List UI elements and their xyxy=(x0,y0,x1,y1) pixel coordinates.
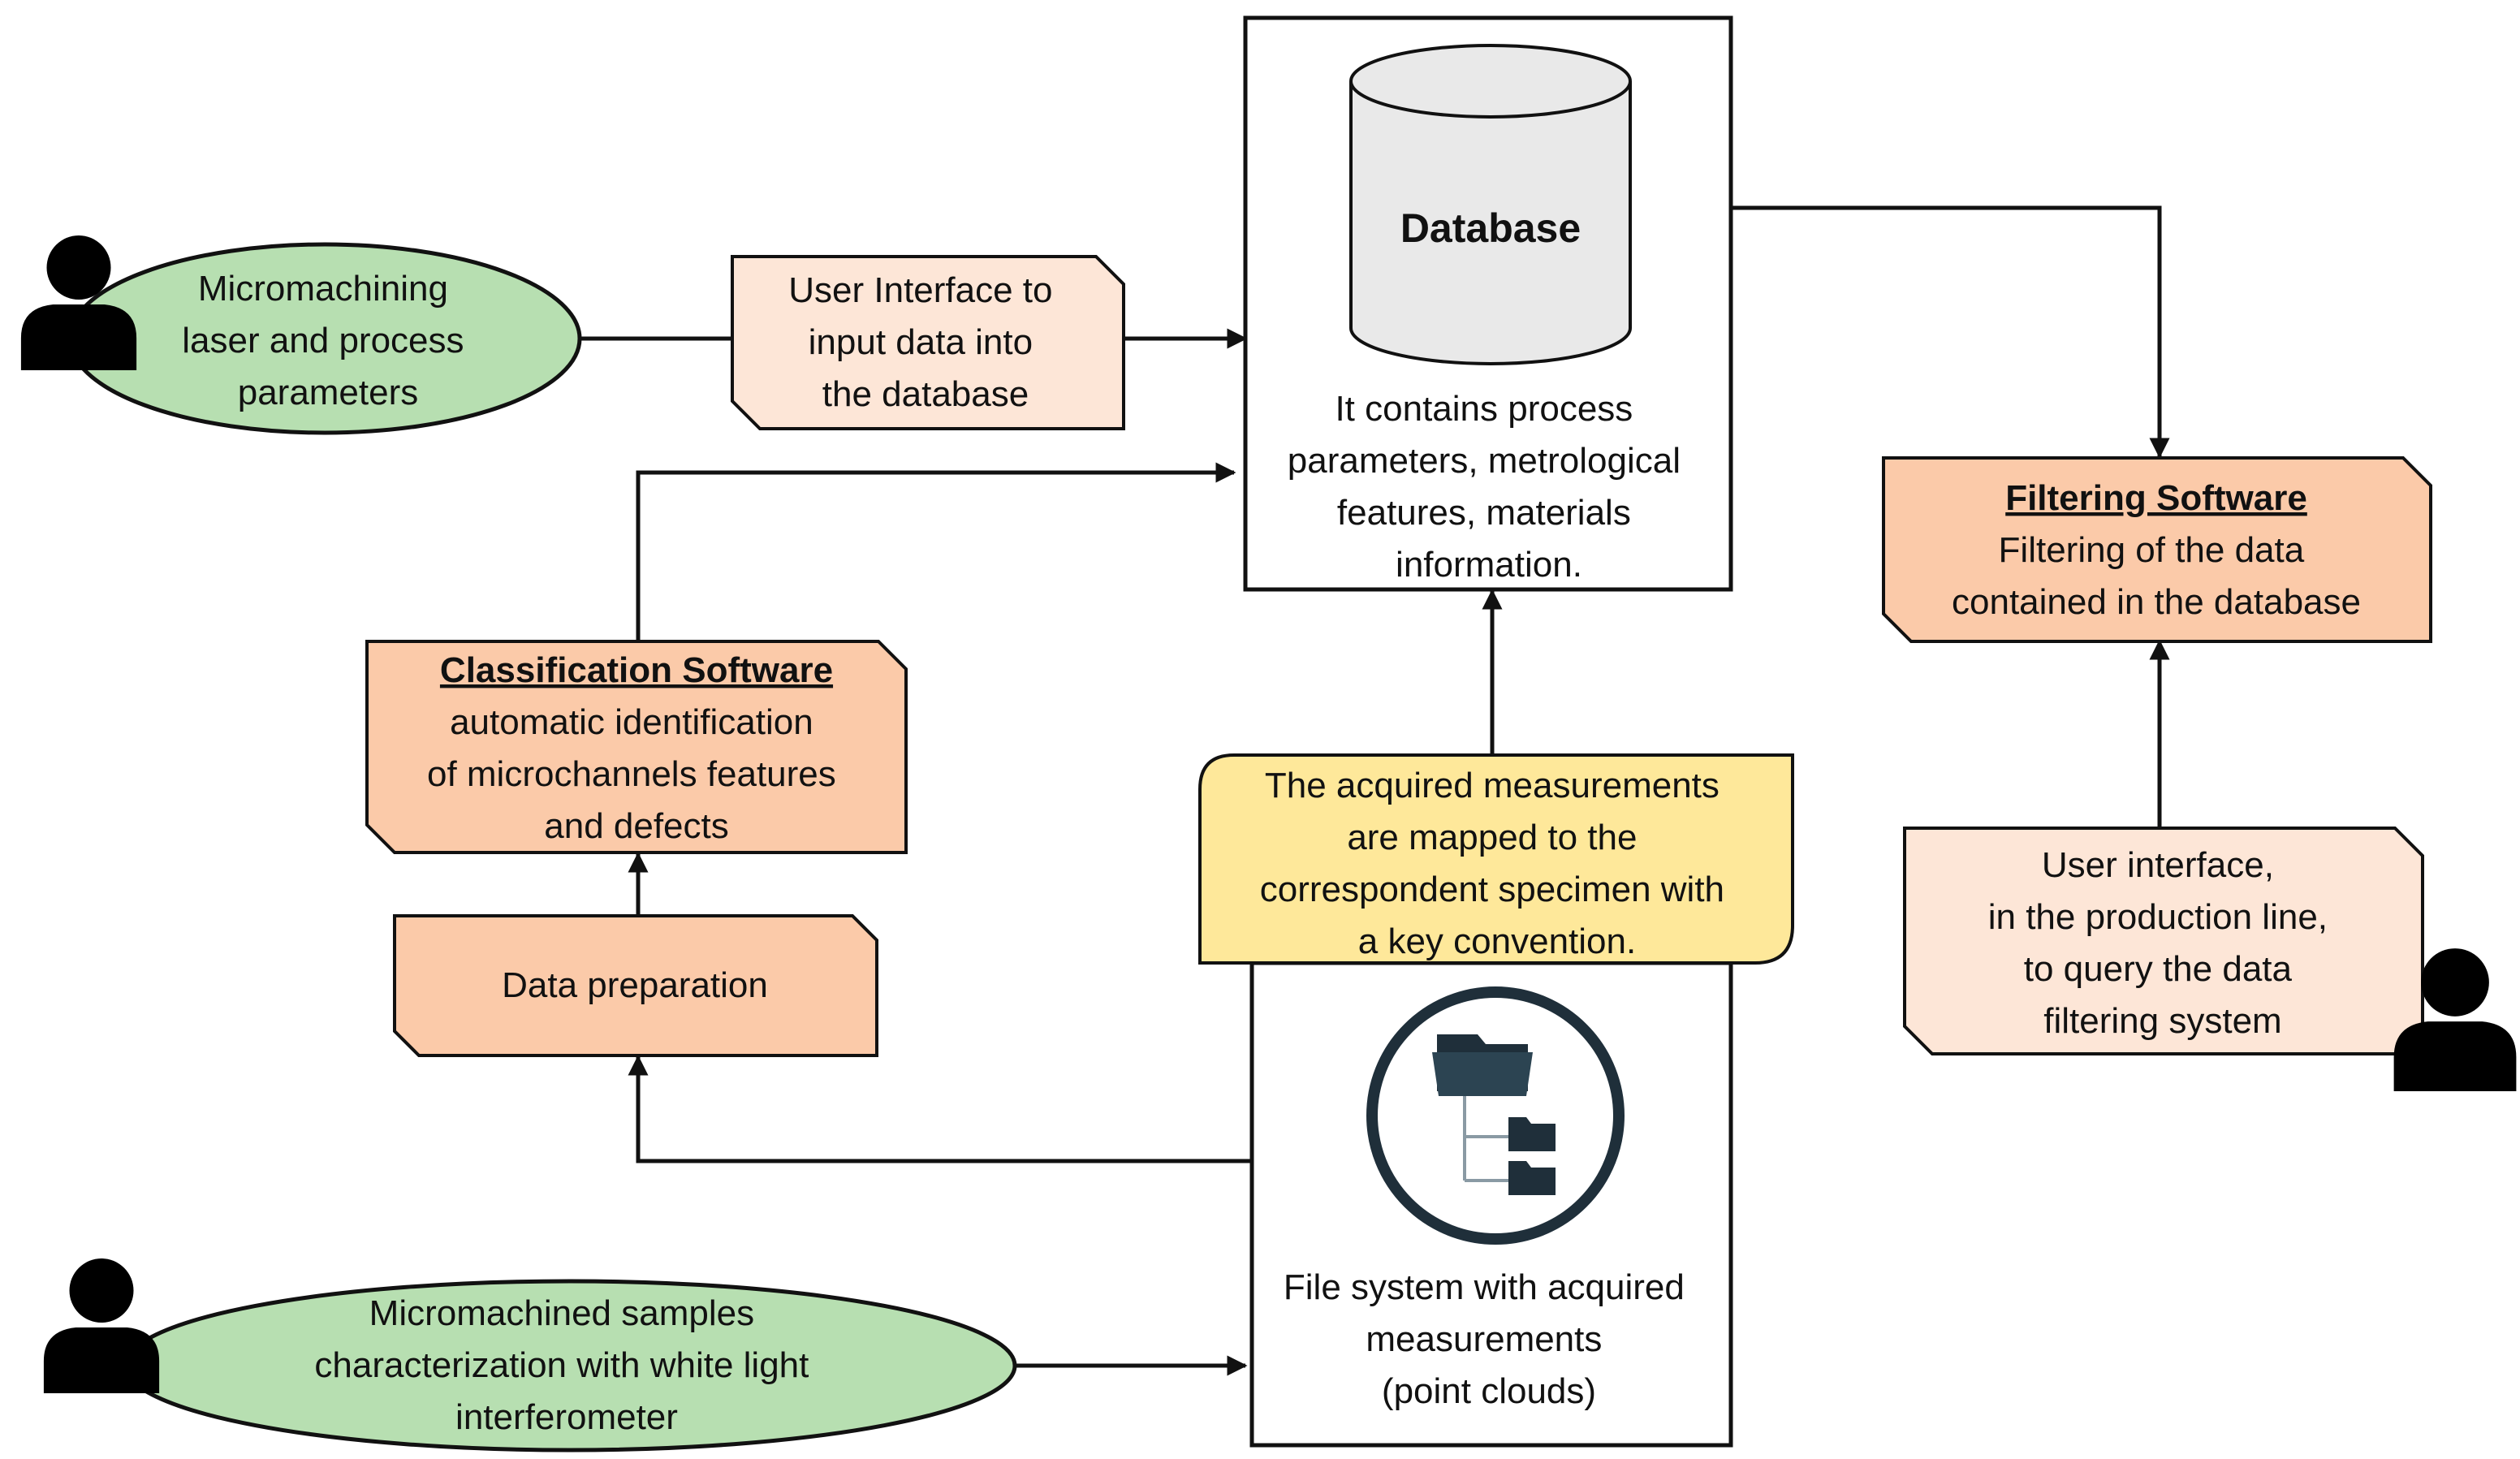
database-box: Database It contains process parameters,… xyxy=(1243,15,1733,592)
svg-text:Filtering of the data co: Filtering of the data contained in the d… xyxy=(1952,530,2361,622)
ui-query-line: to query the data xyxy=(2024,949,2293,989)
filtering-title: Filtering Software xyxy=(2005,478,2307,518)
mapping-note-line: a key convention. xyxy=(1358,922,1636,961)
svg-text:User interface, in the p: User interface, in the production line, … xyxy=(1988,845,2338,1041)
filtering-desc-line: contained in the database xyxy=(1952,582,2361,622)
actor2-line: interferometer xyxy=(455,1397,678,1437)
classification-software-box: Classification Software automatic identi… xyxy=(365,640,908,854)
actor2-line: Micromachined samples xyxy=(369,1293,754,1333)
svg-text:User Interface to input: User Interface to input data into the da… xyxy=(788,270,1063,414)
actor1-line: Micromachining xyxy=(198,269,448,309)
database-cylinder-icon xyxy=(1349,44,1632,365)
connector-database-to-filtering xyxy=(1731,205,2170,459)
database-desc-line: information. xyxy=(1396,545,1582,585)
classification-desc-line: automatic identification xyxy=(450,702,813,742)
ui-input-line: input data into xyxy=(809,322,1033,362)
database-desc-line: features, materials xyxy=(1337,493,1631,533)
file-system-box: File system with acquired measurements (… xyxy=(1249,960,1733,1448)
person-icon xyxy=(43,1258,160,1393)
mapping-note-box: The acquired measurements are mapped to … xyxy=(1198,753,1794,965)
classification-desc-line: and defects xyxy=(544,806,729,846)
svg-text:automatic identification: automatic identification of microchannel… xyxy=(427,702,846,846)
svg-text:Micromachined samples ch: Micromachined samples characterization w… xyxy=(314,1293,818,1437)
classification-title: Classification Software xyxy=(440,650,833,690)
actor1-line: laser and process xyxy=(182,321,464,360)
actor-samples-characterization: Micromachined samples characterization w… xyxy=(43,1258,1017,1453)
ui-input-line: User Interface to xyxy=(788,270,1052,310)
ui-input-line: the database xyxy=(822,374,1029,414)
file-system-line: (point clouds) xyxy=(1382,1371,1596,1411)
database-desc-line: It contains process xyxy=(1335,389,1633,429)
data-preparation-box: Data preparation xyxy=(393,914,878,1057)
svg-text:Micromachining laser and: Micromachining laser and process paramet… xyxy=(182,269,474,412)
ui-query-box: User interface, in the production line, … xyxy=(1903,827,2517,1091)
svg-text:It contains process para: It contains process parameters, metrolog… xyxy=(1288,389,1690,585)
actor1-line: parameters xyxy=(238,373,419,412)
classification-desc-line: of microchannels features xyxy=(427,754,836,794)
filtering-desc-line: Filtering of the data xyxy=(1999,530,2305,570)
file-system-line: File system with acquired xyxy=(1284,1267,1685,1307)
database-title: Database xyxy=(1400,205,1581,251)
database-desc-line: parameters, metrological xyxy=(1288,441,1681,481)
svg-text:File system with acquired: File system with acquired measurements (… xyxy=(1284,1267,1694,1411)
file-system-line: measurements xyxy=(1366,1319,1602,1359)
actor-micromachining-parameters: Micromachining laser and process paramet… xyxy=(20,235,582,435)
ui-query-line: filtering system xyxy=(2043,1001,2281,1041)
mapping-note-line: are mapped to the xyxy=(1347,818,1637,857)
folder-tree-icon xyxy=(1366,986,1625,1245)
connector-classification-to-database xyxy=(636,462,1236,640)
connectors xyxy=(580,205,2170,1376)
ui-query-line: in the production line, xyxy=(1988,897,2328,937)
actor2-line: characterization with white light xyxy=(314,1345,809,1385)
connector-filesystem-to-dataprep xyxy=(628,1055,1252,1163)
filtering-software-box: Filtering Software Filtering of the data… xyxy=(1882,456,2432,643)
ui-input-box: User Interface to input data into the da… xyxy=(731,255,1125,430)
mapping-note-line: correspondent specimen with xyxy=(1260,870,1724,909)
svg-text:The acquired measurements: The acquired measurements are mapped to … xyxy=(1260,766,1735,961)
mapping-note-line: The acquired measurements xyxy=(1265,766,1720,805)
ui-query-line: User interface, xyxy=(2042,845,2274,885)
data-preparation-label: Data preparation xyxy=(502,965,768,1005)
